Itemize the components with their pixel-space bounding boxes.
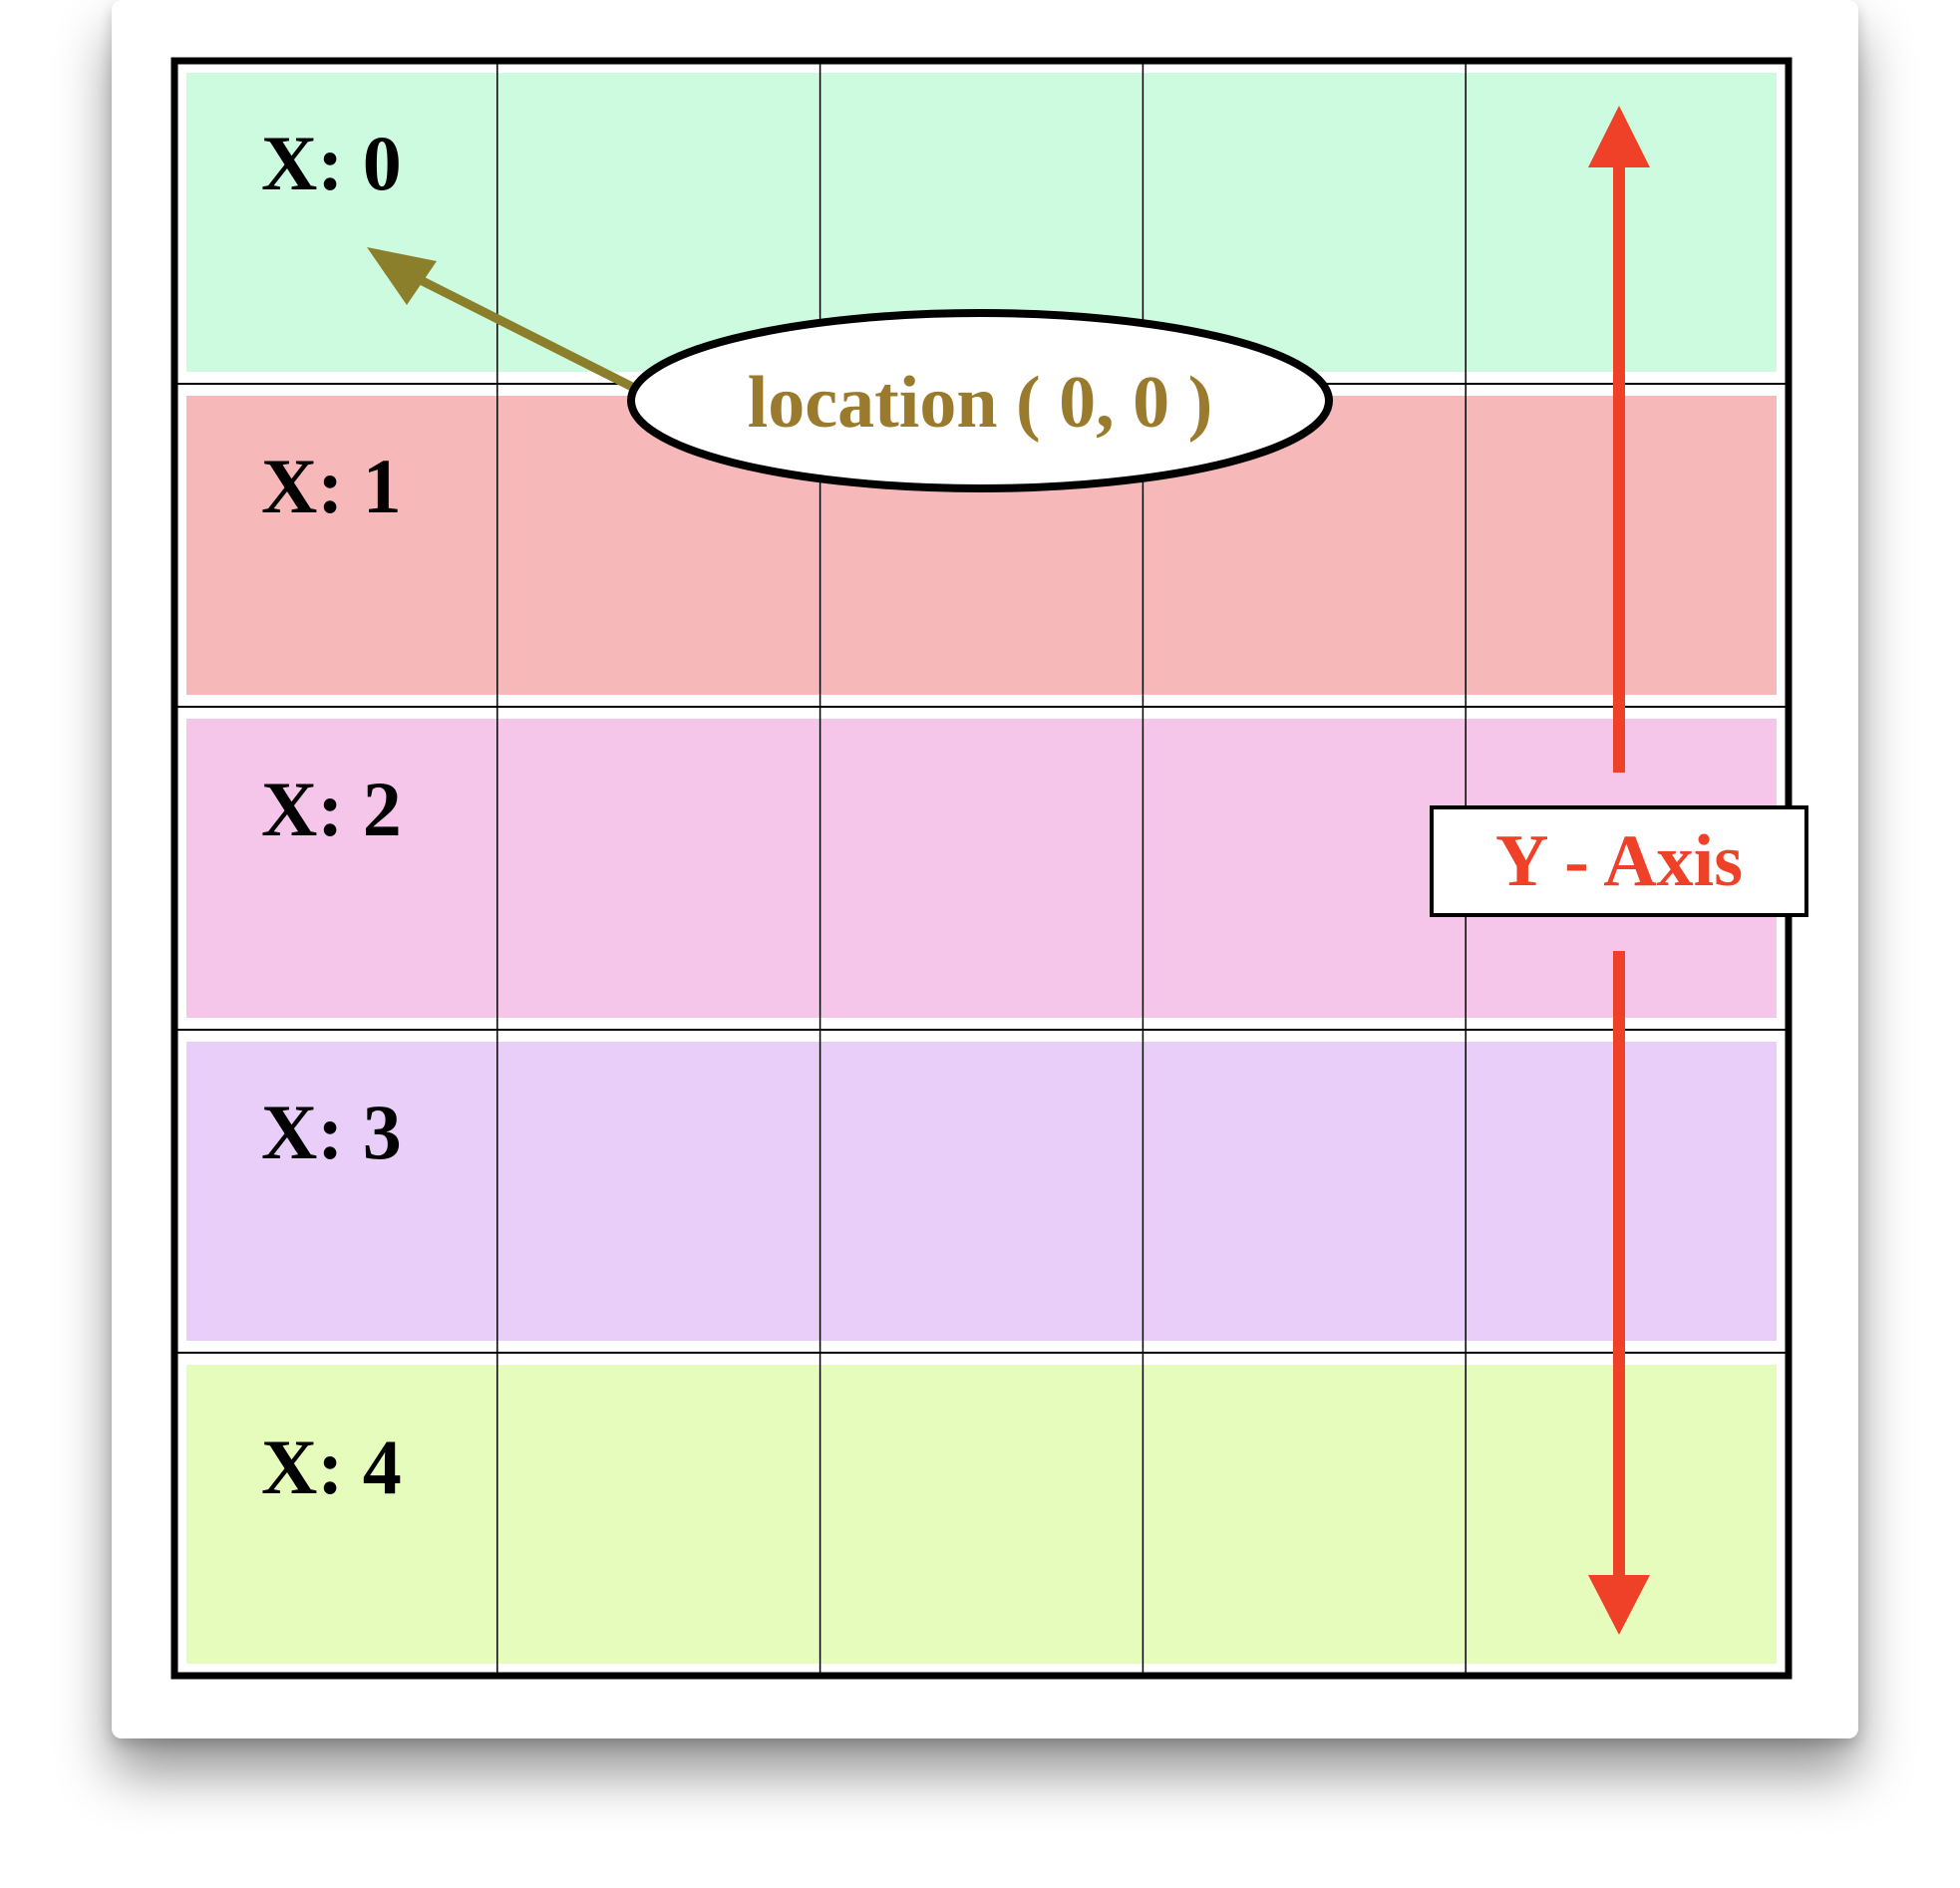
location-callout: location ( 0, 0 ) xyxy=(627,309,1333,492)
row-label-4: X: 4 xyxy=(261,1423,402,1510)
row-label-2: X: 2 xyxy=(261,766,402,852)
callout-label: location ( 0, 0 ) xyxy=(748,362,1213,444)
row-label-0: X: 0 xyxy=(261,120,402,206)
row-band-4 xyxy=(186,1365,1777,1664)
y-axis-down-arrowhead xyxy=(1588,1575,1650,1635)
row-bands xyxy=(186,73,1777,1664)
row-band-3 xyxy=(186,1042,1777,1341)
row-label-3: X: 3 xyxy=(261,1089,402,1175)
row-label-1: X: 1 xyxy=(261,443,402,529)
y-axis-up-arrowhead xyxy=(1588,106,1650,167)
y-axis-label: Y - Axis xyxy=(1495,820,1743,902)
y-axis-arrow xyxy=(1588,106,1650,1635)
callout-ellipse xyxy=(627,309,1333,492)
row-labels: X: 0 X: 1 X: 2 X: 3 X: 4 xyxy=(261,120,402,1510)
callout-arrow xyxy=(367,247,639,394)
y-axis-label-box: Y - Axis xyxy=(1430,805,1808,917)
